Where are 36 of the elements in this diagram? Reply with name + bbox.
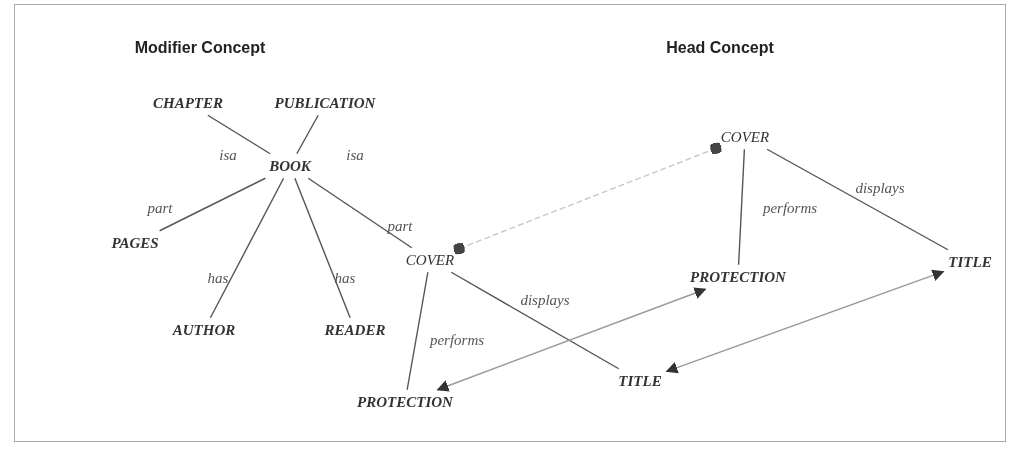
edge-label: performs bbox=[429, 331, 485, 349]
panel-heading: Head Concept bbox=[666, 39, 774, 57]
relation-line bbox=[294, 177, 351, 319]
panel-heading: Modifier Concept bbox=[134, 39, 266, 57]
relation-line bbox=[209, 177, 285, 319]
correspondence-arrow bbox=[436, 287, 707, 392]
relation-line bbox=[207, 114, 271, 155]
relation-line bbox=[296, 114, 319, 155]
edge-label: isa bbox=[219, 146, 237, 164]
edge-label: part bbox=[147, 199, 173, 217]
correspondence-arrow bbox=[665, 269, 945, 374]
edge-label: displays bbox=[855, 179, 905, 197]
concept-label: PAGES bbox=[109, 233, 161, 253]
relation-line bbox=[307, 177, 413, 249]
edge-label: part bbox=[387, 217, 413, 235]
relation-line bbox=[406, 271, 429, 391]
concept-label: COVER bbox=[403, 250, 457, 270]
relation-line bbox=[766, 148, 949, 251]
edge-label: performs bbox=[762, 199, 818, 217]
edge-label: isa bbox=[346, 146, 364, 164]
edge-label: has bbox=[334, 269, 356, 287]
concept-label: READER bbox=[322, 320, 388, 340]
edge-label: has bbox=[207, 269, 229, 287]
concept-label: PROTECTION bbox=[355, 392, 455, 412]
concept-label: TITLE bbox=[616, 371, 664, 391]
concept-label: COVER bbox=[718, 127, 772, 147]
edge-label: displays bbox=[520, 291, 570, 309]
concept-label: BOOK bbox=[267, 156, 313, 176]
concept-label: TITLE bbox=[946, 252, 994, 272]
relation-line bbox=[158, 177, 267, 232]
relation-line bbox=[450, 271, 620, 370]
concept-label: PUBLICATION bbox=[272, 93, 378, 113]
concept-label: CHAPTER bbox=[151, 93, 225, 113]
concept-label: AUTHOR bbox=[170, 320, 238, 340]
relation-line bbox=[737, 148, 746, 266]
concept-label: PROTECTION bbox=[688, 267, 788, 287]
